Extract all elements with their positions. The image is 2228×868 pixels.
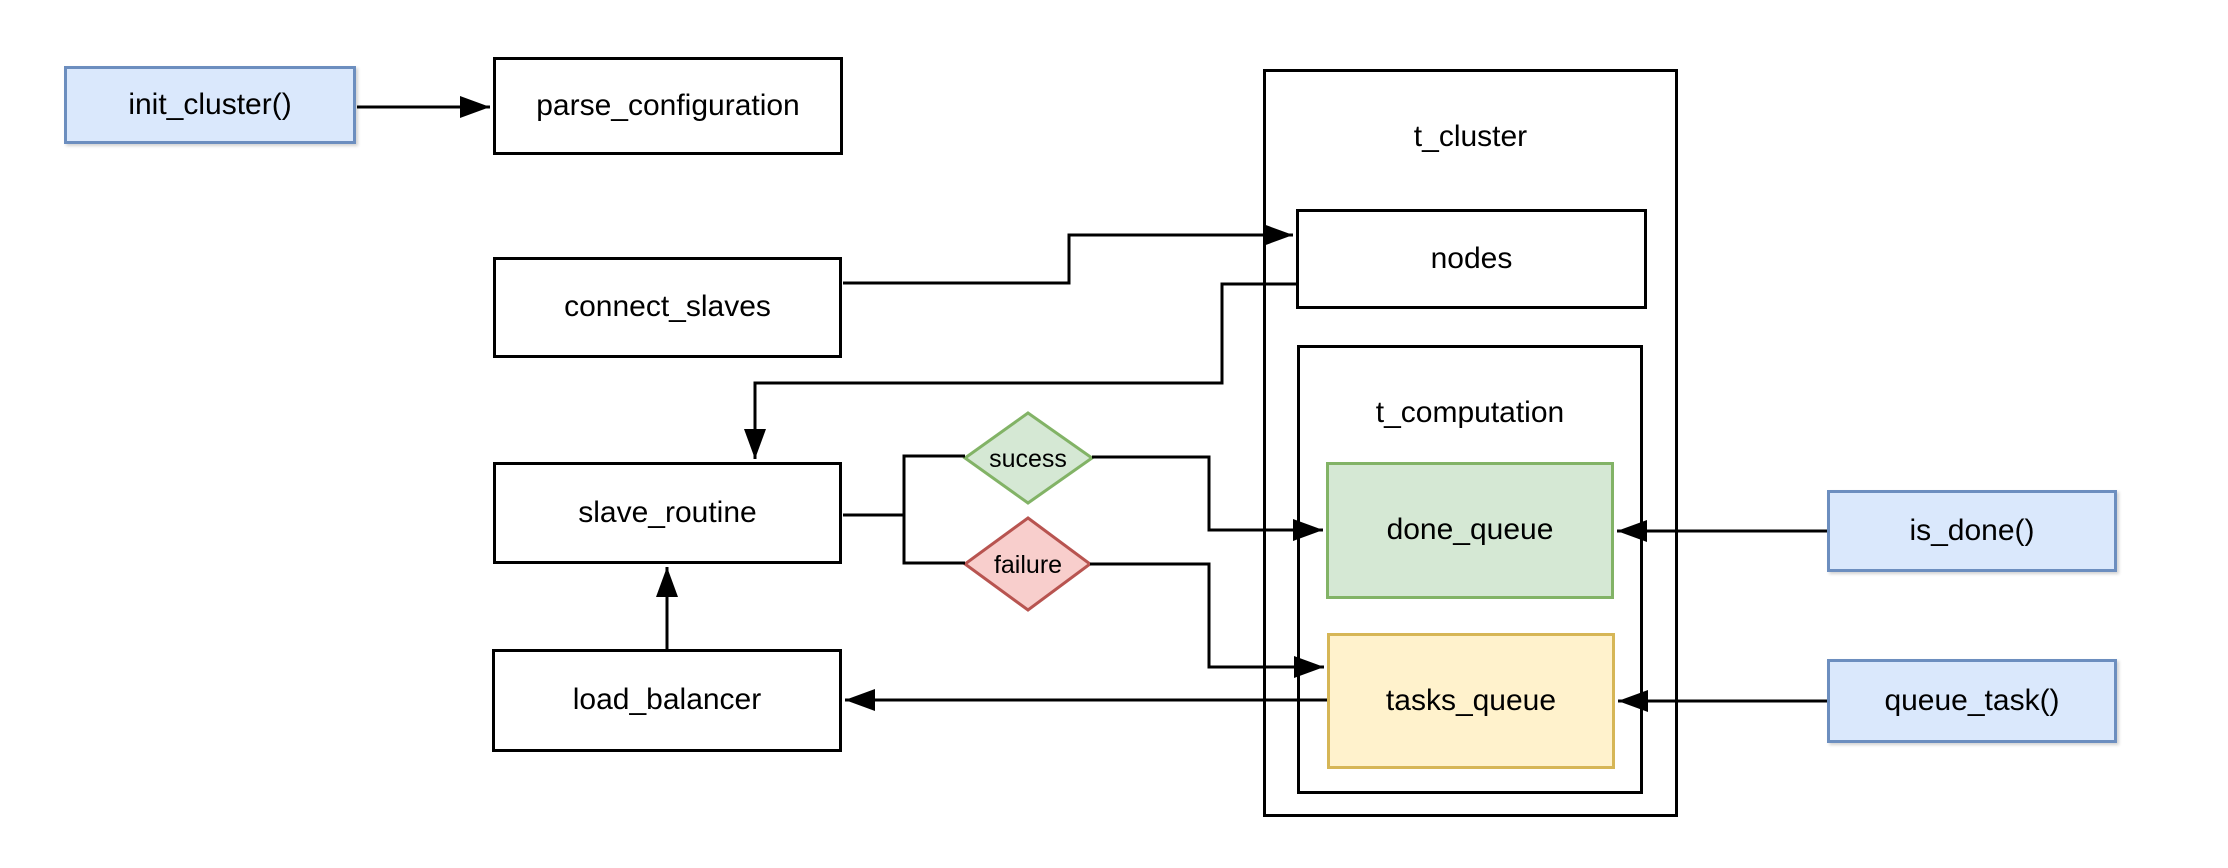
node-is-done: is_done() [1827, 490, 2117, 572]
node-parse-configuration-label: parse_configuration [536, 88, 800, 122]
node-tasks-queue: tasks_queue [1327, 633, 1615, 769]
failure-diamond-label: failure [994, 551, 1062, 579]
node-connect-slaves: connect_slaves [493, 257, 842, 358]
node-nodes: nodes [1296, 209, 1647, 309]
node-parse-configuration: parse_configuration [493, 57, 843, 155]
node-queue-task: queue_task() [1827, 659, 2117, 743]
node-done-queue: done_queue [1326, 462, 1614, 599]
node-tasks-queue-label: tasks_queue [1385, 683, 1557, 717]
success-diamond [962, 411, 1095, 505]
node-is-done-label: is_done() [1909, 513, 2035, 547]
failure-diamond [962, 516, 1093, 612]
node-init-cluster: init_cluster() [64, 66, 356, 144]
node-load-balancer: load_balancer [492, 649, 842, 752]
edge-connect-slaves-to-nodes [843, 224, 1293, 285]
edge-slave-routine-branch-fork [902, 454, 965, 565]
node-load-balancer-label: load_balancer [572, 683, 762, 717]
node-t-cluster-label: t_cluster [1413, 120, 1528, 153]
node-init-cluster-label: init_cluster() [128, 87, 292, 121]
node-nodes-label: nodes [1430, 241, 1513, 275]
node-t-computation-label: t_computation [1375, 396, 1565, 429]
node-queue-task-label: queue_task() [1884, 683, 2060, 717]
success-diamond-label: sucess [989, 445, 1067, 473]
node-done-queue-label: done_queue [1386, 513, 1554, 547]
node-slave-routine-label: slave_routine [578, 495, 757, 529]
node-connect-slaves-label: connect_slaves [564, 290, 771, 324]
node-slave-routine: slave_routine [493, 462, 842, 564]
